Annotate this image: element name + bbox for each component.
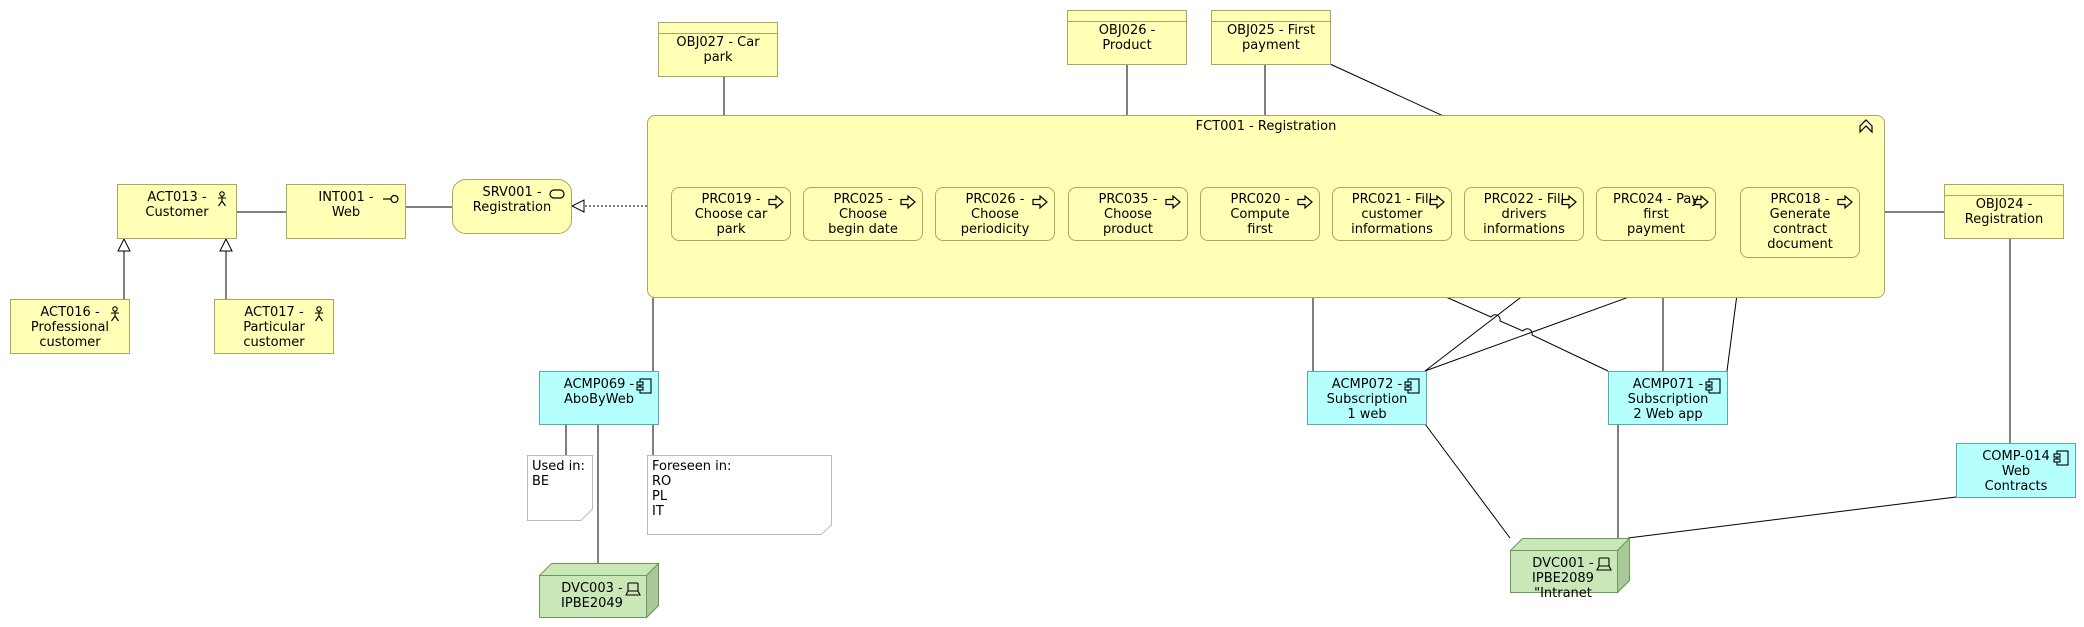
- process-prc024[interactable]: PRC024 - Pay first payment: [1596, 187, 1716, 241]
- actor-label: ACT017 - Particular customer: [243, 305, 305, 350]
- note-shape-used-in: [527, 455, 593, 521]
- process-label: PRC018 - Generate contract document: [1767, 192, 1833, 252]
- device-label: DVC003 - IPBE2049: [561, 581, 623, 611]
- process-prc035[interactable]: PRC035 - Choose product: [1068, 187, 1188, 241]
- actor-icon: [218, 191, 226, 207]
- process-arrow-icon: [1429, 194, 1445, 210]
- edge-comp014-dvc001: [1627, 496, 1957, 539]
- process-arrow-icon: [1561, 194, 1577, 210]
- device-icon: [625, 582, 641, 596]
- component-label: ACMP069 - AboByWeb: [563, 377, 635, 407]
- process-prc021[interactable]: PRC021 - Fill customer informations: [1332, 187, 1452, 241]
- component-icon: [1404, 378, 1420, 394]
- service-srv001-registration[interactable]: SRV001 - Registration: [452, 179, 572, 234]
- device-icon: [1596, 557, 1612, 571]
- process-label: PRC022 - Fill drivers informations: [1483, 192, 1565, 237]
- component-icon: [2053, 450, 2069, 466]
- edge-acmp072-dvc001: [1424, 423, 1511, 539]
- device-shape: [1510, 537, 1630, 594]
- component-acmp071-subscription-2-web-app[interactable]: ACMP071 - Subscription 2 Web app: [1608, 371, 1728, 425]
- object-label: OBJ025 - First payment: [1226, 23, 1316, 53]
- note-foreseen-in[interactable]: Foreseen in: RO PL IT: [652, 459, 732, 519]
- service-label: SRV001 - Registration: [472, 185, 552, 215]
- component-acmp072-subscription-1-web[interactable]: ACMP072 - Subscription 1 web: [1307, 371, 1427, 425]
- object-label: OBJ024 - Registration: [1964, 197, 2044, 227]
- actor-act013-customer[interactable]: ACT013 - Customer: [117, 184, 237, 239]
- process-arrow-icon: [1837, 194, 1853, 210]
- process-arrow-icon: [1165, 194, 1181, 210]
- actor-act017-particular-customer[interactable]: ACT017 - Particular customer: [214, 299, 334, 354]
- component-comp014-web-contracts[interactable]: COMP-014 Web Contracts: [1956, 443, 2076, 498]
- device-dvc001-ipbe2089[interactable]: DVC001 - IPBE2089 "Intranet: [1510, 537, 1630, 601]
- device-label: DVC001 - IPBE2089 "Intranet: [1532, 556, 1594, 601]
- object-label: OBJ026 - Product: [1098, 23, 1156, 53]
- interface-label: INT001 - Web: [318, 190, 374, 220]
- process-prc022[interactable]: PRC022 - Fill drivers informations: [1464, 187, 1584, 241]
- process-arrow-icon: [1032, 194, 1048, 210]
- process-prc026[interactable]: PRC026 - Choose periodicity: [935, 187, 1055, 241]
- component-acmp069-abobyweb[interactable]: ACMP069 - AboByWeb: [539, 371, 659, 425]
- actor-icon: [111, 306, 119, 322]
- group-label: FCT001 - Registration: [1195, 119, 1337, 134]
- process-label: PRC020 - Compute first: [1230, 192, 1290, 237]
- process-prc020[interactable]: PRC020 - Compute first: [1200, 187, 1320, 241]
- process-label: PRC035 - Choose product: [1098, 192, 1158, 237]
- object-obj026-product[interactable]: OBJ026 - Product: [1067, 10, 1187, 65]
- process-arrow-icon: [1693, 194, 1709, 210]
- actor-icon: [315, 306, 323, 322]
- process-arrow-icon: [1297, 194, 1313, 210]
- process-label: PRC026 - Choose periodicity: [960, 192, 1030, 237]
- component-label: ACMP072 - Subscription 1 web: [1326, 377, 1408, 422]
- actor-label: ACT016 - Professional customer: [30, 305, 110, 350]
- interface-icon: [383, 194, 399, 204]
- object-label: OBJ027 - Car park: [676, 35, 760, 65]
- device-shape: [539, 562, 659, 619]
- interface-int001-web[interactable]: INT001 - Web: [286, 184, 406, 239]
- object-obj025-first-payment[interactable]: OBJ025 - First payment: [1211, 10, 1331, 65]
- note-used-in[interactable]: Used in: BE: [532, 459, 585, 489]
- process-prc025[interactable]: PRC025 - Choose begin date: [803, 187, 923, 241]
- process-label: PRC021 - Fill customer informations: [1351, 192, 1433, 237]
- actor-label: ACT013 - Customer: [145, 190, 209, 220]
- process-arrow-icon: [900, 194, 916, 210]
- component-label: ACMP071 - Subscription 2 Web app: [1627, 377, 1709, 422]
- service-icon: [549, 189, 565, 199]
- process-label: PRC019 - Choose car park: [694, 192, 768, 237]
- object-obj027-car-park[interactable]: OBJ027 - Car park: [658, 22, 778, 77]
- component-icon: [636, 378, 652, 394]
- process-label: PRC025 - Choose begin date: [828, 192, 898, 237]
- process-prc019[interactable]: PRC019 - Choose car park: [671, 187, 791, 241]
- caret-up-icon: [1859, 119, 1873, 134]
- actor-act016-professional-customer[interactable]: ACT016 - Professional customer: [10, 299, 130, 354]
- component-label: COMP-014 Web Contracts: [1982, 449, 2050, 494]
- component-icon: [1705, 378, 1721, 394]
- process-arrow-icon: [768, 194, 784, 210]
- object-obj024-registration[interactable]: OBJ024 - Registration: [1944, 184, 2064, 239]
- process-label: PRC024 - Pay first payment: [1613, 192, 1699, 237]
- device-dvc003-ipbe2049[interactable]: DVC003 - IPBE2049: [539, 562, 659, 619]
- note-shape-foreseen-in: [647, 455, 832, 535]
- process-prc018[interactable]: PRC018 - Generate contract document: [1740, 187, 1860, 258]
